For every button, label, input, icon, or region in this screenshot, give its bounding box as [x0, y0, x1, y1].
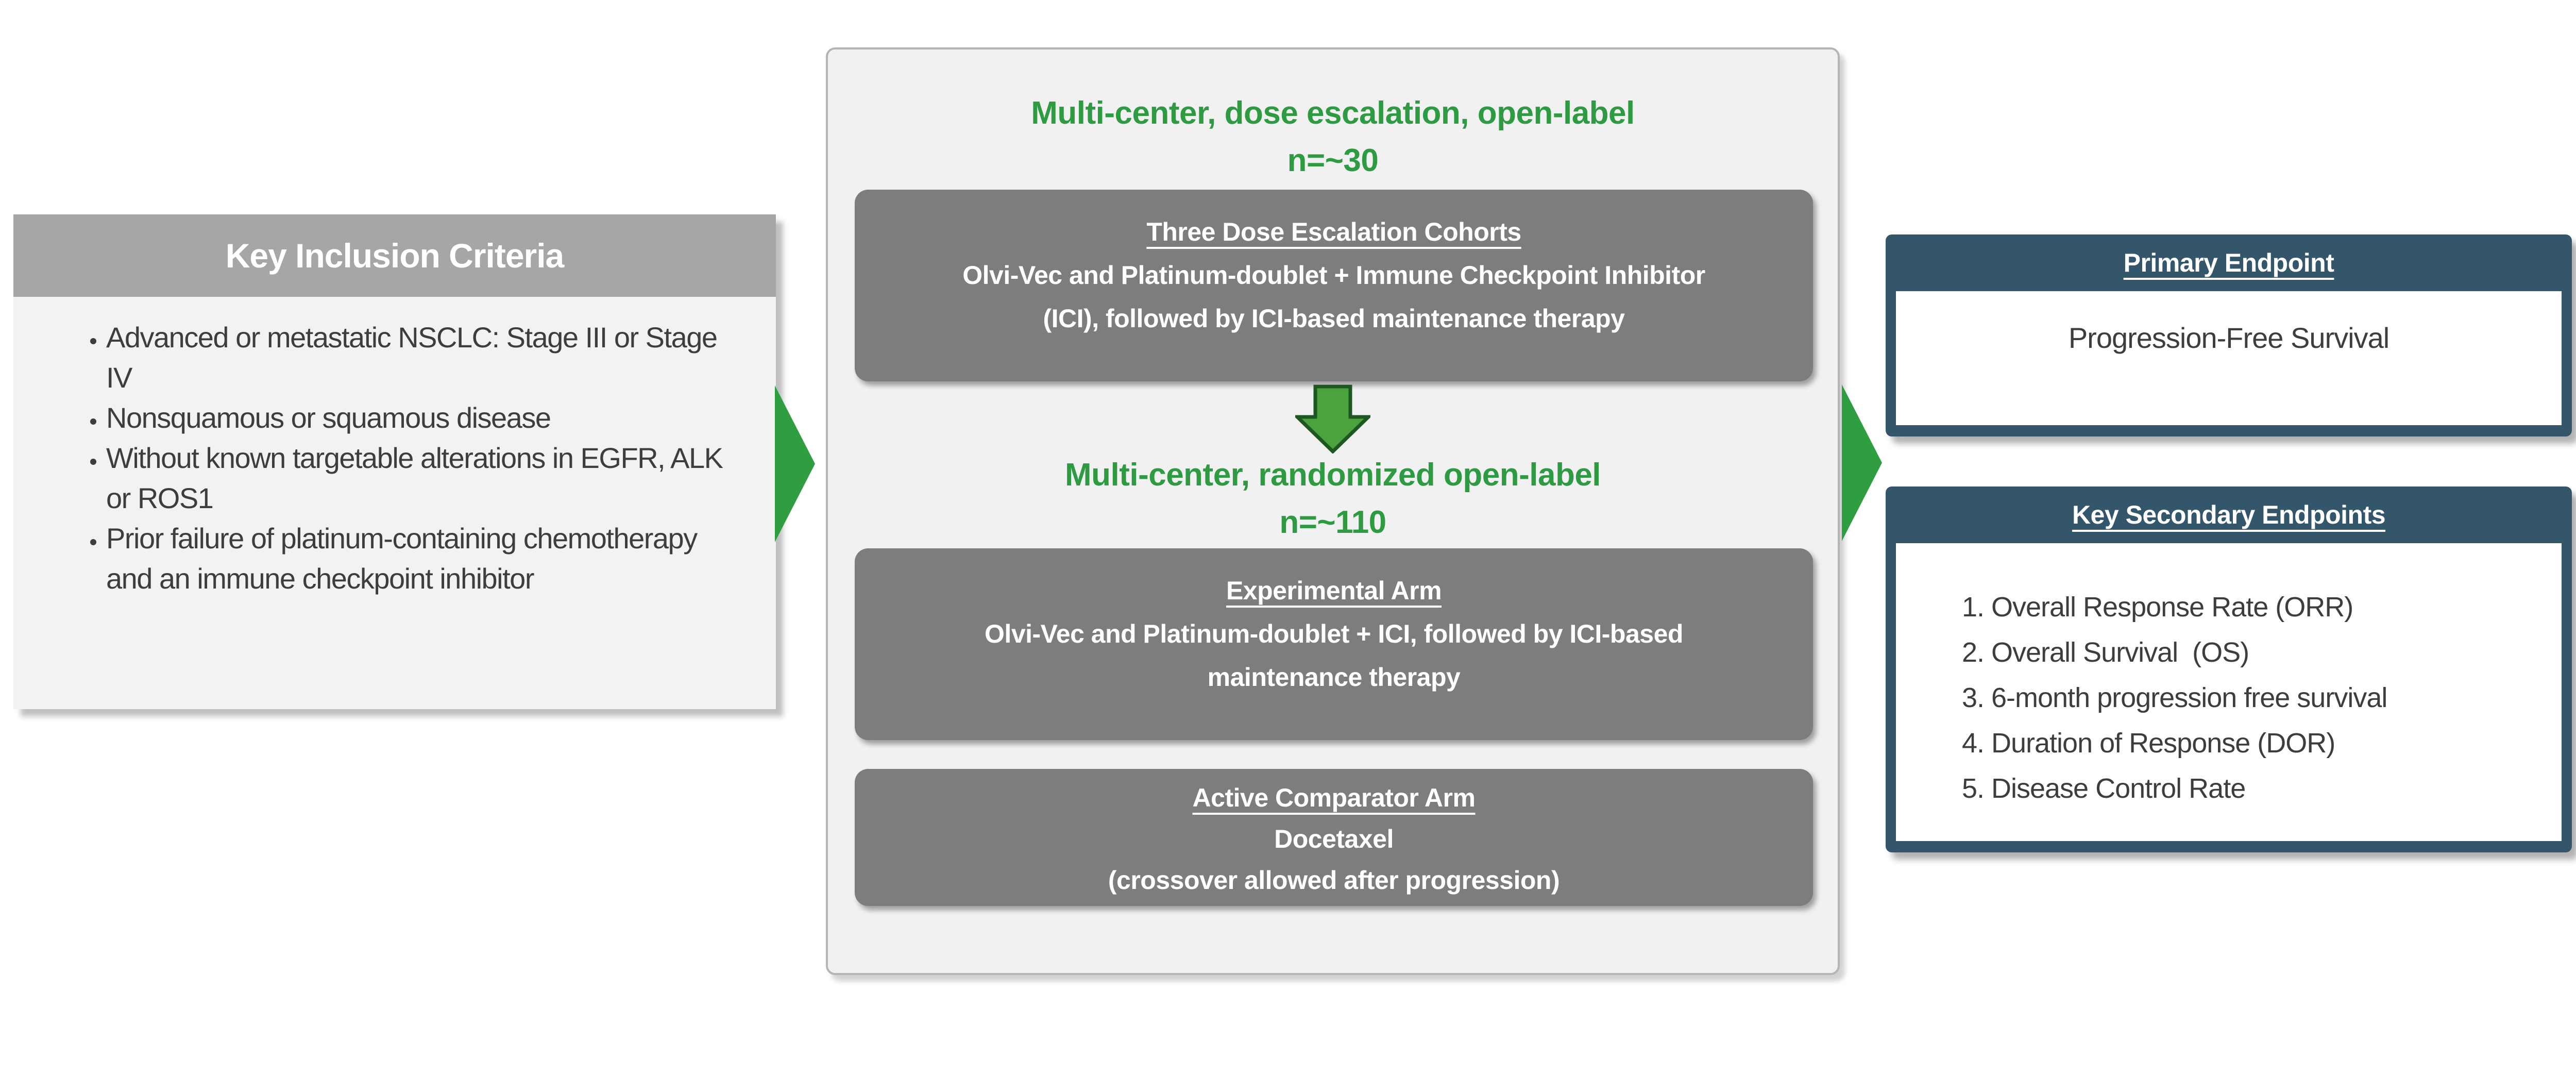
experimental-arm-line: Olvi-Vec and Platinum-doublet + ICI, fol…	[985, 619, 1683, 648]
flow-arrow-down-icon	[1295, 384, 1370, 454]
secondary-endpoints-box: Key Secondary Endpoints Overall Response…	[1886, 486, 2572, 852]
phase2-sample-size: n=~110	[1279, 505, 1386, 540]
phase1-sample-size: n=~30	[1287, 143, 1379, 178]
phase2-heading-line1: Multi-center, randomized open-label	[1064, 457, 1601, 493]
secondary-endpoints-body: Overall Response Rate (ORR) Overall Surv…	[1896, 543, 2562, 841]
inclusion-criteria-body: Advanced or metastatic NSCLC: Stage III …	[13, 297, 776, 599]
experimental-arm-title: Experimental Arm	[1226, 576, 1442, 605]
comparator-arm-title: Active Comparator Arm	[1192, 783, 1476, 812]
cohorts-box-line: (ICI), followed by ICI-based maintenance…	[1043, 304, 1625, 333]
comparator-arm-line: (crossover allowed after progression)	[1108, 866, 1560, 895]
inclusion-criteria-list: Advanced or metastatic NSCLC: Stage III …	[24, 317, 749, 599]
flow-arrow-right-icon	[1842, 384, 1882, 541]
secondary-endpoint-item: Disease Control Rate	[1991, 766, 2562, 811]
active-comparator-arm-box: Active Comparator Arm Docetaxel (crossov…	[855, 769, 1813, 906]
comparator-arm-line: Docetaxel	[1274, 825, 1394, 853]
flow-arrow-right-icon	[775, 385, 815, 542]
phase1-heading: Multi-center, dose escalation, open-labe…	[828, 90, 1838, 184]
study-design-panel: Multi-center, dose escalation, open-labe…	[826, 47, 1840, 975]
phase1-heading-line1: Multi-center, dose escalation, open-labe…	[1031, 95, 1635, 131]
primary-endpoint-value: Progression-Free Survival	[2068, 322, 2389, 354]
phase2-heading: Multi-center, randomized open-label n=~1…	[828, 451, 1838, 546]
secondary-endpoint-item: Duration of Response (DOR)	[1991, 720, 2562, 766]
primary-endpoint-box: Primary Endpoint Progression-Free Surviv…	[1886, 234, 2572, 437]
primary-endpoint-header: Primary Endpoint	[1886, 234, 2572, 291]
experimental-arm-line: maintenance therapy	[1207, 663, 1461, 692]
inclusion-criteria-header: Key Inclusion Criteria	[13, 214, 776, 297]
secondary-endpoints-title: Key Secondary Endpoints	[2072, 500, 2386, 529]
inclusion-criteria-item: Advanced or metastatic NSCLC: Stage III …	[106, 317, 749, 398]
secondary-endpoints-list: Overall Response Rate (ORR) Overall Surv…	[1896, 584, 2562, 811]
inclusion-criteria-item: Without known targetable alterations in …	[106, 438, 749, 518]
cohorts-box-title: Three Dose Escalation Cohorts	[1146, 217, 1521, 246]
secondary-endpoint-item: Overall Response Rate (ORR)	[1991, 584, 2562, 630]
inclusion-criteria-box: Key Inclusion Criteria Advanced or metas…	[13, 214, 776, 709]
secondary-endpoint-item: Overall Survival (OS)	[1991, 630, 2562, 675]
primary-endpoint-title: Primary Endpoint	[2123, 248, 2334, 277]
cohorts-box-line: Olvi-Vec and Platinum-doublet + Immune C…	[962, 261, 1705, 290]
secondary-endpoints-header: Key Secondary Endpoints	[1886, 486, 2572, 543]
secondary-endpoint-item: 6-month progression free survival	[1991, 675, 2562, 720]
inclusion-criteria-title: Key Inclusion Criteria	[225, 237, 565, 275]
inclusion-criteria-item: Prior failure of platinum-containing che…	[106, 518, 749, 599]
primary-endpoint-body: Progression-Free Survival	[1896, 291, 2562, 425]
inclusion-criteria-item: Nonsquamous or squamous disease	[106, 398, 749, 438]
dose-escalation-cohorts-box: Three Dose Escalation Cohorts Olvi-Vec a…	[855, 190, 1813, 381]
experimental-arm-box: Experimental Arm Olvi-Vec and Platinum-d…	[855, 548, 1813, 740]
